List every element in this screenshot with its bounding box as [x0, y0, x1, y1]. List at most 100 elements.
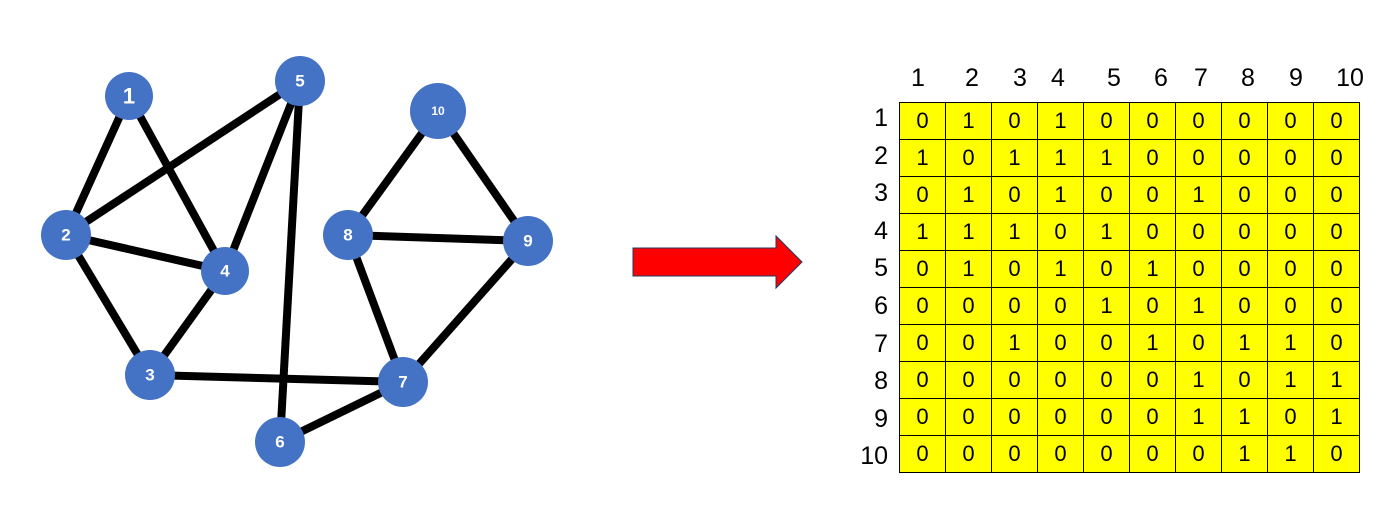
- row-header: 2: [874, 141, 888, 170]
- matrix-cell: 0: [1267, 176, 1314, 214]
- matrix-cell: 0: [1083, 398, 1130, 436]
- matrix-cell: 0: [1129, 435, 1176, 473]
- node-label: 4: [220, 262, 230, 281]
- node-circle: [201, 247, 249, 295]
- matrix-cell: 1: [1267, 324, 1314, 362]
- matrix-cell: 0: [899, 398, 946, 436]
- matrix-cell: 1: [1221, 435, 1268, 473]
- node-circle: [410, 83, 466, 139]
- matrix-cell: 0: [945, 324, 992, 362]
- matrix-cell: 0: [991, 435, 1038, 473]
- graph-node-1: 1: [105, 72, 153, 120]
- matrix-cell: 0: [1083, 435, 1130, 473]
- column-header: 1: [911, 64, 925, 92]
- matrix-cell: 0: [991, 102, 1038, 140]
- matrix-cell: 0: [899, 324, 946, 362]
- matrix-cell: 0: [1221, 176, 1268, 214]
- matrix-cell: 0: [1267, 287, 1314, 325]
- matrix-cell: 0: [1313, 250, 1360, 288]
- matrix-cell: 0: [1313, 435, 1360, 473]
- node-circle: [41, 210, 91, 260]
- graph-node-3: 3: [125, 350, 175, 400]
- edge-1-2: [62, 94, 133, 237]
- node-label: 7: [398, 373, 407, 392]
- column-header: 8: [1241, 64, 1255, 92]
- matrix-cell: 0: [1221, 102, 1268, 140]
- edge-3-7: [149, 371, 404, 386]
- matrix-cell: 1: [991, 139, 1038, 177]
- graph-node-2: 2: [41, 210, 91, 260]
- matrix-cell: 0: [1267, 213, 1314, 251]
- row-header: 4: [874, 216, 888, 245]
- matrix-cell: 1: [991, 324, 1038, 362]
- graph-node-5: 5: [275, 56, 325, 106]
- edge-2-5: [63, 77, 303, 239]
- matrix-cell: 0: [1221, 139, 1268, 177]
- matrix-cell: 1: [899, 213, 946, 251]
- node-label: 9: [523, 232, 532, 251]
- matrix-cell: 0: [1083, 176, 1130, 214]
- matrix-cell: 0: [1129, 139, 1176, 177]
- graph-node-6: 6: [255, 417, 305, 467]
- matrix-cell: 0: [945, 398, 992, 436]
- node-circle: [255, 417, 305, 467]
- column-header: 7: [1194, 64, 1208, 92]
- matrix-cell: 0: [1083, 250, 1130, 288]
- matrix-cell: 0: [1175, 324, 1222, 362]
- matrix-cell: 1: [1037, 250, 1084, 288]
- matrix-cell: 0: [945, 139, 992, 177]
- matrix-cell: 0: [1267, 139, 1314, 177]
- matrix-cell: 1: [1313, 361, 1360, 399]
- matrix-cell: 0: [1129, 102, 1176, 140]
- node-circle: [275, 56, 325, 106]
- row-header: 10: [860, 442, 888, 471]
- matrix-cell: 1: [1083, 139, 1130, 177]
- matrix-cell: 1: [991, 213, 1038, 251]
- matrix-cell: 0: [1129, 287, 1176, 325]
- node-label: 2: [61, 226, 70, 245]
- matrix-cell: 0: [1037, 287, 1084, 325]
- right-arrow-icon: [632, 234, 803, 290]
- matrix-cell: 0: [1313, 176, 1360, 214]
- node-circle: [378, 357, 428, 407]
- matrix-cell: 0: [1129, 213, 1176, 251]
- matrix-cell: 0: [899, 287, 946, 325]
- graph-node-8: 8: [323, 210, 373, 260]
- matrix-cell: 1: [899, 139, 946, 177]
- matrix-cell: 0: [1083, 102, 1130, 140]
- node-label: 3: [145, 366, 154, 385]
- matrix-cell: 0: [991, 176, 1038, 214]
- column-header: 5: [1107, 64, 1121, 92]
- matrix-cell: 0: [1221, 361, 1268, 399]
- matrix-cell: 0: [1037, 213, 1084, 251]
- matrix-cell: 0: [1037, 398, 1084, 436]
- matrix-cell: 0: [1267, 102, 1314, 140]
- matrix-cell: 0: [991, 398, 1038, 436]
- matrix-cell: 0: [1175, 139, 1222, 177]
- row-header: 9: [874, 404, 888, 433]
- column-header: 10: [1336, 64, 1364, 92]
- matrix-cell: 0: [1313, 139, 1360, 177]
- matrix-cell: 0: [899, 102, 946, 140]
- matrix-cell: 0: [945, 287, 992, 325]
- matrix-cell: 1: [1313, 398, 1360, 436]
- matrix-cell: 1: [945, 250, 992, 288]
- node-label: 8: [343, 226, 352, 245]
- matrix-cell: 0: [1083, 324, 1130, 362]
- column-header: 6: [1154, 64, 1168, 92]
- matrix-cell: 1: [1221, 398, 1268, 436]
- matrix-cell: 0: [1175, 102, 1222, 140]
- matrix-cell: 0: [899, 361, 946, 399]
